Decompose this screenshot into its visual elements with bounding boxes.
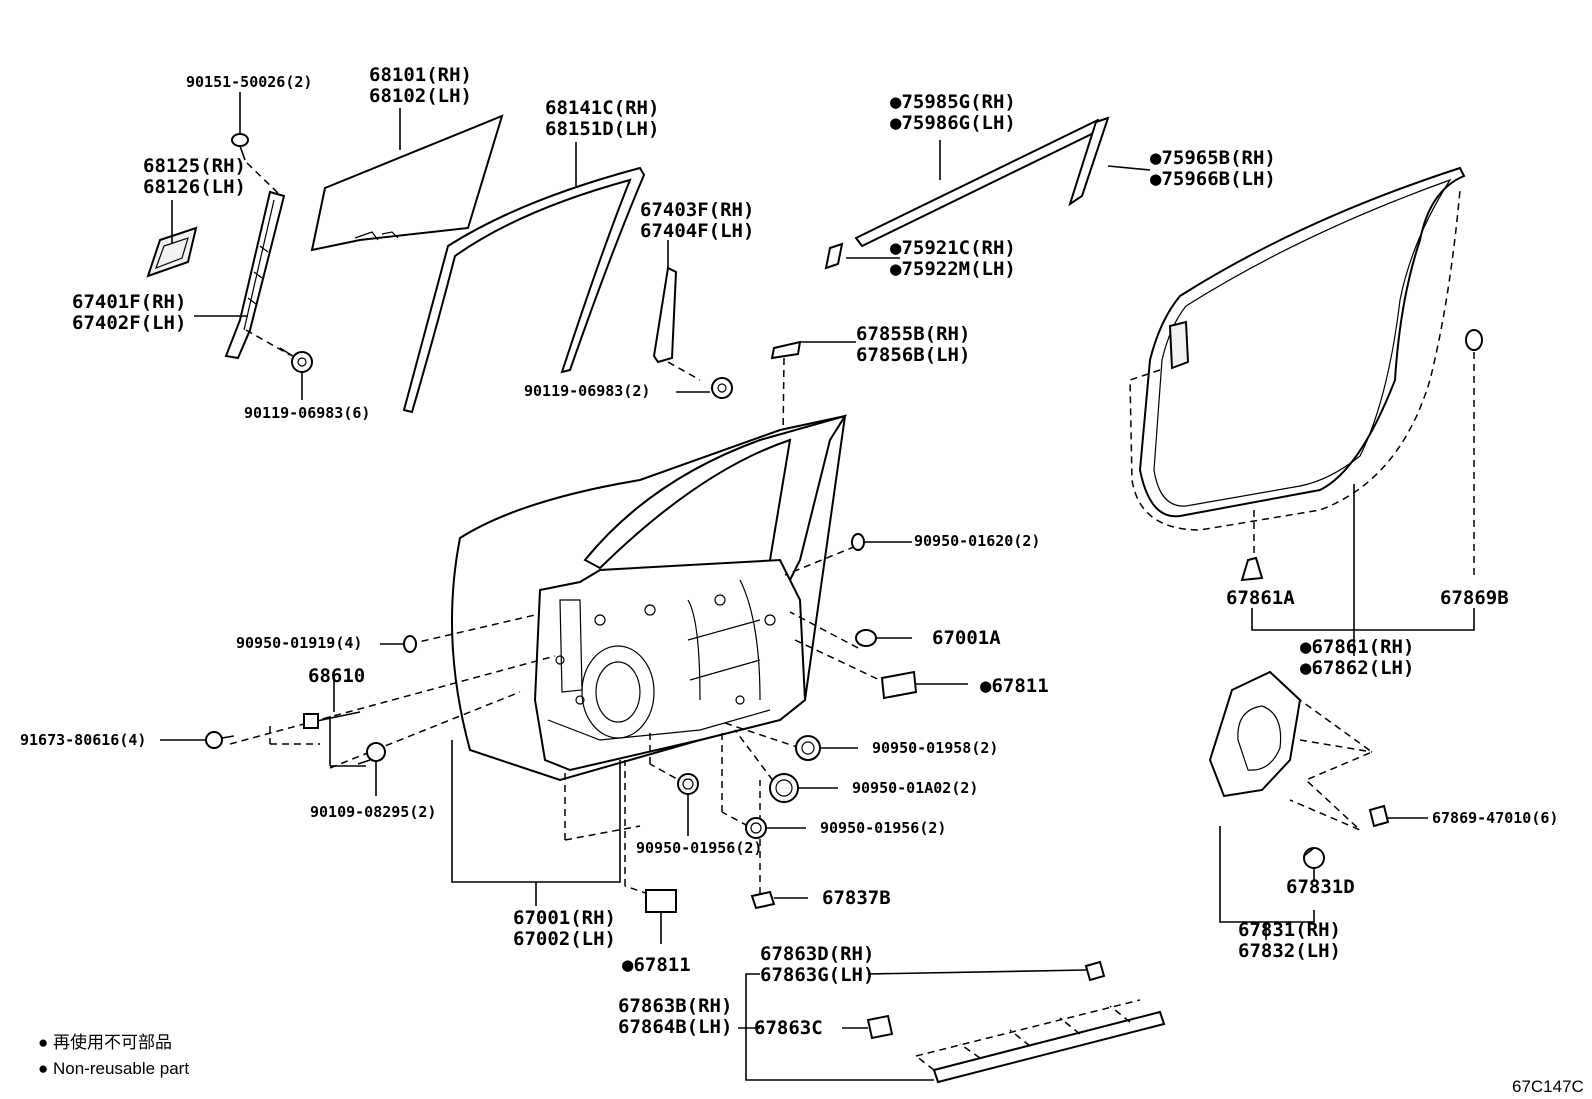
clip-67837B-part (750, 890, 808, 910)
label-67869-47010: 67869-47010(6) (1432, 809, 1558, 827)
label-67863b-rh: 67863B(RH) (618, 995, 732, 1017)
label-67002-lh: 67002(LH) (513, 928, 616, 950)
bolt-90109-part (357, 742, 386, 796)
front-sash-part (652, 266, 733, 399)
door-panel-part (451, 414, 848, 782)
label-67831d: 67831D (1286, 876, 1355, 898)
label-67401f-rh: 67401F(RH) (72, 291, 186, 313)
ws-bracket-line (1251, 608, 1475, 631)
label-67863g-lh: 67863G(LH) (760, 964, 874, 986)
plug-01958-part (795, 735, 858, 761)
label-90119-06983-2: 90119-06983(2) (524, 382, 650, 400)
label-leaders (160, 92, 1315, 857)
label-90950-01620: 90950-01620(2) (914, 532, 1040, 550)
plug-01620-part (851, 533, 865, 551)
clip-67869-part (1368, 804, 1428, 828)
plug-01956-b-part (677, 773, 699, 836)
rear-sash-part (224, 190, 286, 360)
seal-67811-b-part (645, 889, 677, 944)
legend-english: ● Non-reusable part (38, 1059, 189, 1078)
service-bracket-line (1219, 826, 1315, 923)
label-67402f-lh: 67402F(LH) (72, 312, 186, 334)
label-75986g-lh: ●75986G(LH) (890, 112, 1016, 134)
check-68610-part (303, 674, 366, 767)
pad-68125-part (146, 226, 198, 278)
label-90950-01958: 90950-01958(2) (872, 739, 998, 757)
label-67831-rh: 67831(RH) (1238, 919, 1341, 941)
label-75985g-rh: ●75985G(RH) (890, 91, 1016, 113)
service-cover-part (1208, 670, 1374, 831)
ws-clip-67869B-part (1465, 329, 1483, 580)
label-67861-rh: ●67861(RH) (1300, 636, 1414, 658)
legend-japanese: ● 再使用不可部品 (38, 1032, 172, 1052)
diagram-code: 67C147C (1512, 1077, 1584, 1096)
label-67403f-rh: 67403F(RH) (640, 199, 754, 221)
lower-clip-67863D-part (867, 960, 1106, 982)
label-67811-b: ●67811 (622, 954, 691, 976)
clip-67001A-part (855, 629, 912, 647)
label-75922m-lh: ●75922M(LH) (890, 258, 1016, 280)
label-68610: 68610 (308, 665, 365, 687)
label-90119-06983-6: 90119-06983(6) (244, 404, 370, 422)
label-90151-50026: 90151-50026(2) (186, 73, 312, 91)
plug-01956-a-part (745, 817, 806, 839)
label-67869b: 67869B (1440, 587, 1509, 609)
label-75966b-lh: ●75966B(LH) (1150, 168, 1276, 190)
label-67861a: 67861A (1226, 587, 1295, 609)
ws-clip-67861A-part (1240, 510, 1264, 582)
bolt-91673-part (205, 731, 235, 749)
label-91673-80616: 91673-80616(4) (20, 731, 146, 749)
label-67404f-lh: 67404F(LH) (640, 220, 754, 242)
label-90950-01a02: 90950-01A02(2) (852, 779, 978, 797)
label-90950-01956-b: 90950-01956(2) (636, 839, 762, 857)
weatherstrip-part (1129, 166, 1466, 531)
label-68126-lh: 68126(LH) (143, 176, 246, 198)
label-68102-lh: 68102(LH) (369, 85, 472, 107)
label-75965b-rh: ●75965B(RH) (1150, 147, 1276, 169)
label-67863c: 67863C (754, 1017, 823, 1039)
plug-01919-part (403, 635, 417, 653)
label-68141c-rh: 68141C(RH) (545, 97, 659, 119)
seal-67811-a-part (880, 670, 968, 700)
label-75921c-rh: ●75921C(RH) (890, 237, 1016, 259)
run-channel-part (402, 166, 646, 414)
label-67862-lh: ●67862(LH) (1300, 657, 1414, 679)
lower-bracket-line (745, 973, 934, 1081)
label-90950-01956-a: 90950-01956(2) (820, 819, 946, 837)
label-67001a: 67001A (932, 627, 1001, 649)
lower-weatherstrip-part (915, 999, 1166, 1084)
label-68101-rh: 68101(RH) (369, 64, 472, 86)
label-67001-rh: 67001(RH) (513, 907, 616, 929)
bolt-90119-6-part (245, 329, 313, 373)
label-67837b: 67837B (822, 887, 891, 909)
label-67864b-lh: 67864B(LH) (618, 1016, 732, 1038)
plug-01A02-part (769, 773, 838, 803)
door-glass-part (310, 114, 504, 252)
belt-moulding-part (824, 116, 1110, 270)
label-68151d-lh: 68151D(LH) (545, 118, 659, 140)
label-67811-a: ●67811 (980, 675, 1049, 697)
label-67856b-lh: 67856B(LH) (856, 344, 970, 366)
label-90109-08295: 90109-08295(2) (310, 803, 436, 821)
label-67832-lh: 67832(LH) (1238, 940, 1341, 962)
label-68125-rh: 68125(RH) (143, 155, 246, 177)
label-67855b-rh: 67855B(RH) (856, 323, 970, 345)
label-90950-01919: 90950-01919(4) (236, 634, 362, 652)
label-67863d-rh: 67863D(RH) (760, 943, 874, 965)
lower-clip-67863C-part (842, 1014, 894, 1040)
